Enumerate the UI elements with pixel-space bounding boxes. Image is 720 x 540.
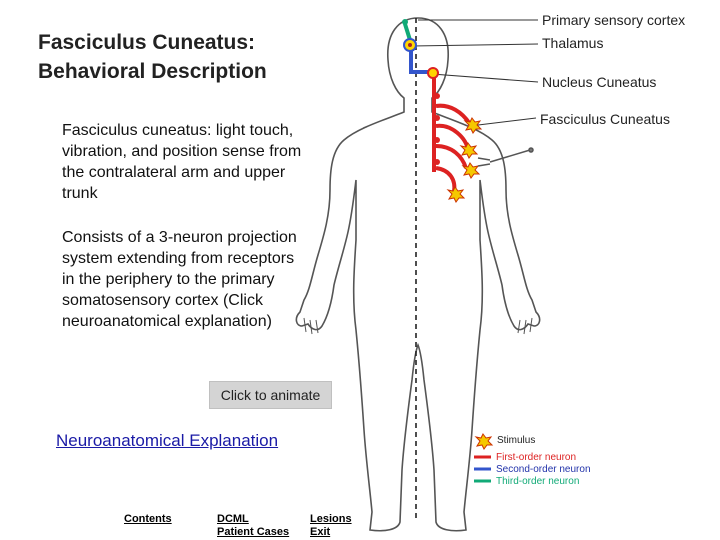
nav-contents-label: Contents xyxy=(124,513,172,525)
third-order-neuron xyxy=(403,23,412,41)
label-thalamus: Thalamus xyxy=(542,35,604,51)
tuning-fork-icon xyxy=(477,147,534,167)
thalamus-marker xyxy=(403,38,417,52)
neuroanatomical-explanation-link[interactable]: Neuroanatomical Explanation xyxy=(56,431,279,450)
nav-patient-cases-label: Patient Cases xyxy=(217,526,290,538)
description-paragraph-1: Fasciculus cuneatus: light touch, vibrat… xyxy=(62,122,302,202)
description-paragraph-2: Consists of a 3-neuron projection system… xyxy=(62,229,297,330)
nav-lesions-exit-link[interactable]: Lesions Exit xyxy=(310,513,352,539)
nav-contents-link[interactable]: Contents xyxy=(124,513,172,526)
stimulus-bursts xyxy=(446,117,483,203)
nucleus-marker xyxy=(427,67,439,79)
label-fasciculus-cuneatus: Fasciculus Cuneatus xyxy=(540,111,670,127)
animate-button[interactable]: Click to animate xyxy=(209,381,332,409)
label-nucleus-cuneatus: Nucleus Cuneatus xyxy=(542,74,657,90)
nav-dcml-label: DCML xyxy=(217,513,249,525)
legend-first-order-label: First-order neuron xyxy=(496,452,577,463)
human-body-outline xyxy=(295,17,541,532)
first-order-cell-bodies xyxy=(434,93,440,165)
title-line-1: Fasciculus Cuneatus: xyxy=(38,31,256,54)
legend-stimulus-label: Stimulus xyxy=(497,435,536,446)
title-line-2: Behavioral Description xyxy=(38,60,267,83)
nav-exit-label: Exit xyxy=(310,526,331,538)
second-order-neuron xyxy=(409,48,432,74)
legend-third-order-label: Third-order neuron xyxy=(496,476,580,487)
page-title: Fasciculus Cuneatus: Behavioral Descript… xyxy=(38,28,267,86)
label-leader-lines xyxy=(411,19,539,127)
legend-second-order-label: Second-order neuron xyxy=(496,464,591,475)
nav-lesions-label: Lesions xyxy=(310,513,352,525)
label-primary-sensory-cortex: Primary sensory cortex xyxy=(542,12,686,28)
cortex-marker xyxy=(402,19,408,25)
legend-stimulus-icon xyxy=(474,433,494,450)
nav-dcml-patient-cases-link[interactable]: DCML Patient Cases xyxy=(217,513,289,539)
